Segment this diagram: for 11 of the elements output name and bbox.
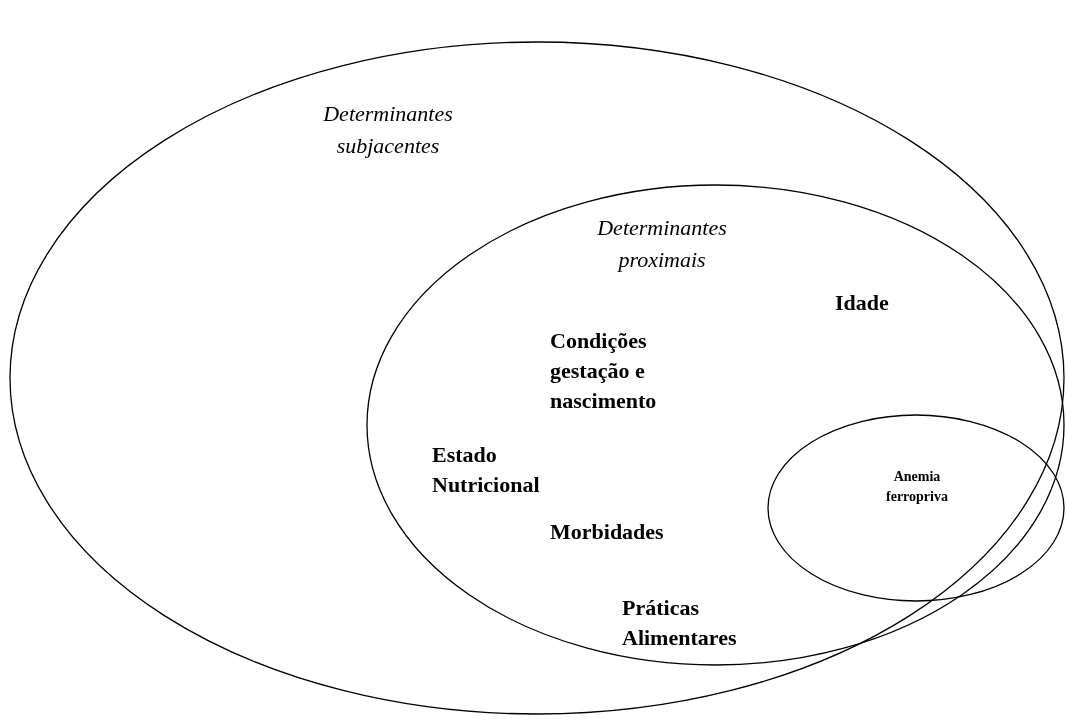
region-label: Determinantes proximais <box>596 214 728 274</box>
ellipse-region <box>10 42 1064 714</box>
ellipse-region <box>367 185 1064 665</box>
factor-label: Práticas Alimentares <box>622 594 738 652</box>
region-label: Determinantes subjacentes <box>322 100 454 160</box>
ellipse-region <box>768 415 1064 601</box>
factor-label: Estado Nutricional <box>432 441 541 499</box>
factor-label: Morbidades <box>550 518 665 546</box>
factor-label: Idade <box>835 289 890 317</box>
factor-label: Condições gestação e nascimento <box>550 327 658 415</box>
factor-label: Anemia ferropriva <box>885 468 949 506</box>
